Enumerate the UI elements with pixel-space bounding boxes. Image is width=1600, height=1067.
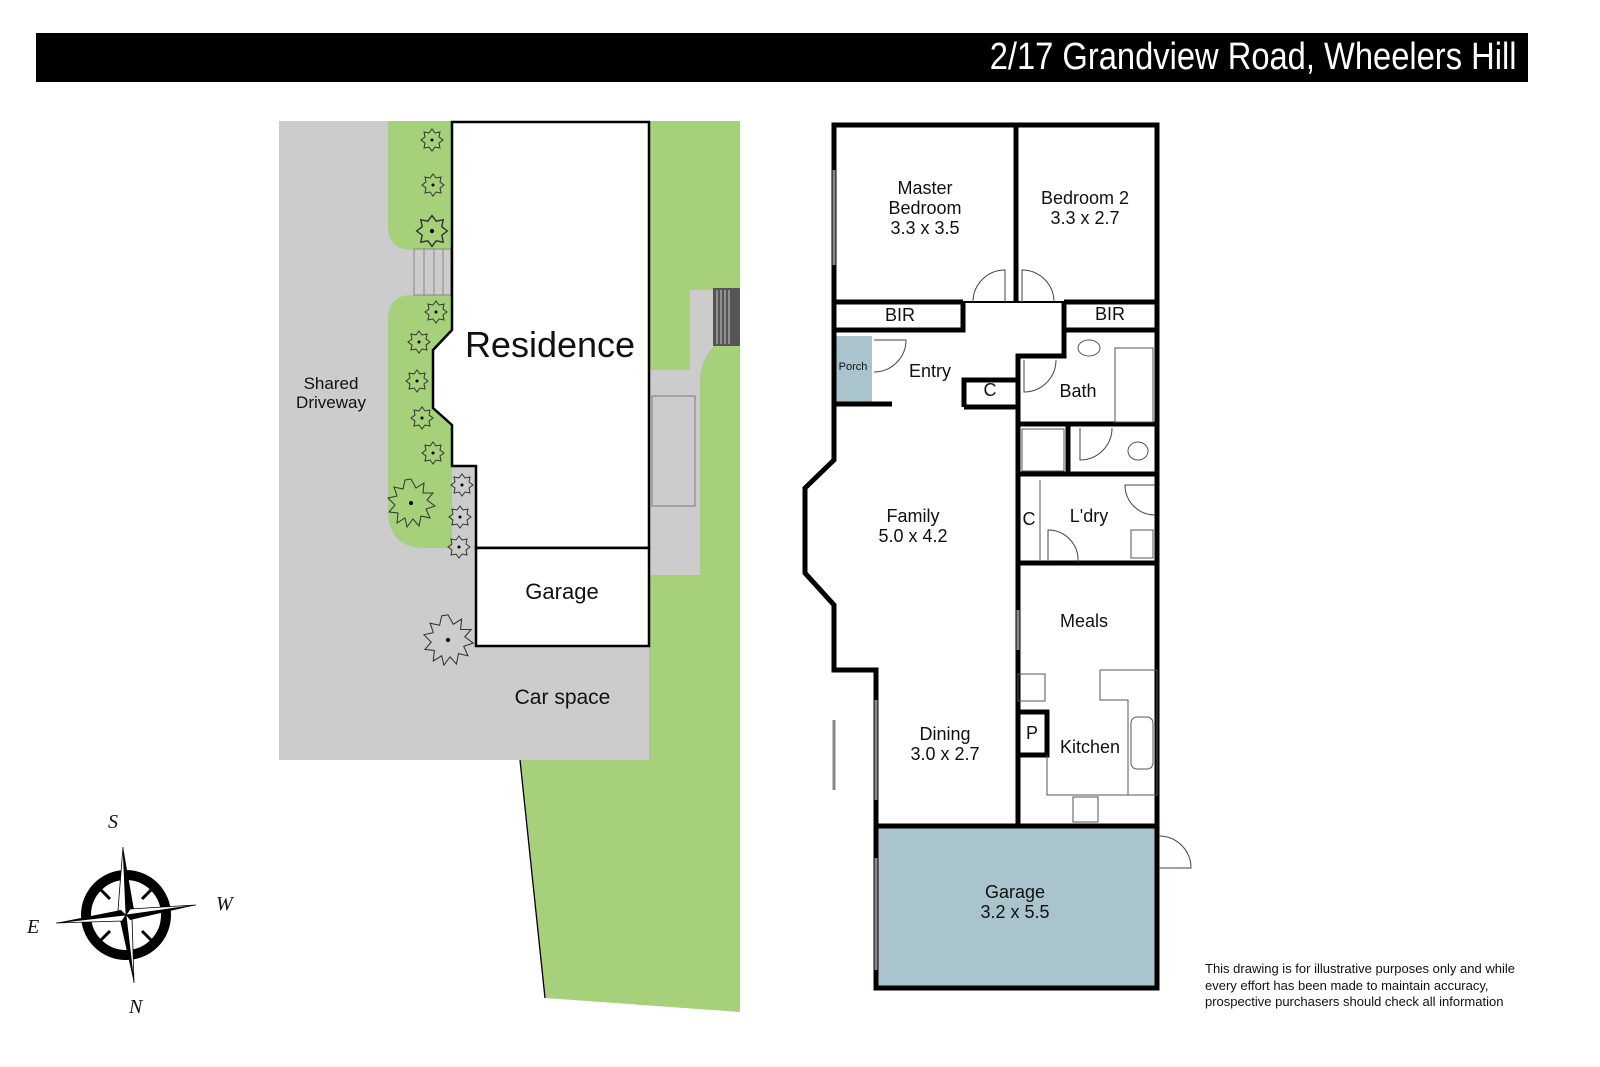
porch-fill — [834, 336, 872, 404]
garage-fill — [875, 826, 1156, 988]
shared-driveway-label: Shared Driveway — [296, 374, 366, 413]
floor-plan — [802, 122, 1192, 991]
compass-south-label: S — [108, 811, 118, 833]
room-bir-bedroom-2: BIR — [1094, 304, 1125, 324]
room-laundry: L'dry — [1069, 506, 1109, 526]
room-entry-cupboard: C — [983, 380, 997, 400]
room-laundry-cupboard: C — [1022, 509, 1036, 529]
header-bar: 2/17 Grandview Road, Wheelers Hill — [36, 33, 1528, 82]
disclaimer-text: This drawing is for illustrative purpose… — [1205, 961, 1515, 1009]
compass-west-label: W — [216, 893, 233, 915]
room-meals: Meals — [1059, 611, 1108, 631]
room-master-bedroom: Master Bedroom 3.3 x 3.5 — [888, 178, 962, 239]
room-porch: Porch — [838, 361, 868, 373]
room-pantry: P — [1025, 723, 1038, 743]
site-plan — [279, 120, 740, 1012]
compass-rose-icon — [55, 846, 197, 984]
room-kitchen: Kitchen — [1059, 737, 1121, 757]
property-address-title: 2/17 Grandview Road, Wheelers Hill — [989, 36, 1516, 78]
compass-east-label: E — [27, 916, 40, 938]
residence-label: Residence — [464, 324, 636, 365]
residence-outline — [431, 120, 651, 550]
car-space-label: Car space — [514, 686, 611, 709]
compass-north-label: N — [129, 996, 143, 1018]
room-bath: Bath — [1059, 381, 1097, 401]
garden-bed-upper — [388, 121, 452, 250]
room-family: Family 5.0 x 4.2 — [878, 506, 948, 547]
room-bir-master: BIR — [884, 305, 915, 325]
site-garage-label: Garage — [525, 579, 599, 604]
room-bedroom-2: Bedroom 2 3.3 x 2.7 — [1040, 188, 1130, 229]
room-dining: Dining 3.0 x 2.7 — [910, 724, 980, 765]
room-garage: Garage 3.2 x 5.5 — [980, 882, 1050, 923]
site-garage — [474, 546, 651, 648]
room-entry: Entry — [908, 361, 951, 381]
lawn-right — [520, 121, 740, 1012]
